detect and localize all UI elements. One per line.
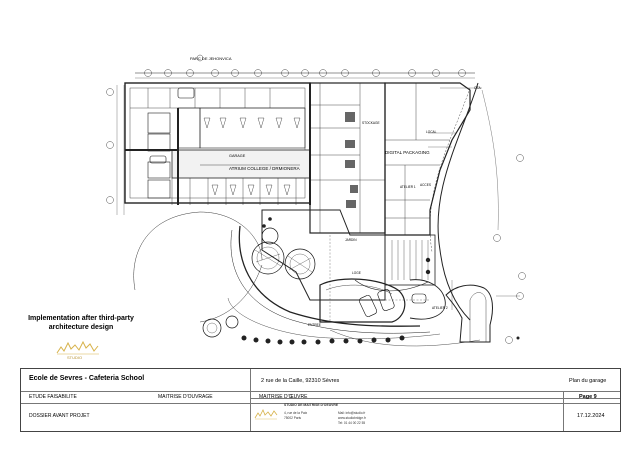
stamp-logo-icon [254,409,278,420]
label-storage: STOCKAGE [362,121,380,125]
architect-stamp: STUDIO DE MAITRISE D'OEUVRE 4, rue de la… [254,403,404,429]
label-parc: PARC DE JEHONVICA [190,56,232,61]
label-jardin: JARDIN [345,238,357,242]
page-number: Page 9 [579,394,597,400]
label-local: LOCAL [426,130,437,134]
caption-line-1: Implementation after third-party [28,315,134,322]
label-atelier-2: ATELIER 2 [432,306,448,310]
label-entree: ENTREE [308,323,321,327]
stamp-address-2: 75002 Paris [284,416,302,420]
label-atelier-1: ATELIER 1 [400,185,416,189]
phase-label: ETUDE FAISABILITE [29,394,77,400]
caption-line-2: architecture design [48,324,114,331]
stamp-address-1: 4, rue de la Paix [284,411,308,415]
issue-date: 17.12.2024 [577,413,605,419]
label-cta: CTA [474,86,481,90]
stamp-contact-1: Mail: info@studio.fr [338,411,366,415]
stamp-contact-2: www.studiobridge.fr [338,416,366,420]
stamp-contact-3: Tel: 01 44 00 22 55 [338,421,366,425]
label-acces: ACCES [420,183,431,187]
title-block: Ecole de Sevres - Cafeteria School 2 rue… [20,368,621,432]
architect-label: MAITRISE D'ŒUVRE [259,394,308,400]
project-title: Ecole de Sevres - Cafeteria School [29,375,145,382]
stamp-title: STUDIO DE MAITRISE D'OEUVRE [284,403,339,407]
label-digital: DIGITAL PACKAGING [385,150,430,155]
client-label: MAITRISE D'OUVRAGE [158,394,213,400]
caption-note: Implementation after third-party archite… [22,314,140,332]
label-loge: LOGE [352,271,361,275]
studio-logo-mark: STUDIO [56,340,99,360]
dossier-label: DOSSIER AVANT PROJET [29,413,90,419]
label-garage: GARAGE [229,154,246,158]
project-address: 2 rue de la Caille, 92310 Sèvres [261,378,340,384]
drawing-title: Plan du garage [569,378,607,384]
label-atrium: ATRIUM COLLEGE / DRMIONERA [229,166,300,171]
logo-text: STUDIO [67,355,82,360]
studio-logo: STUDIO [55,339,101,366]
